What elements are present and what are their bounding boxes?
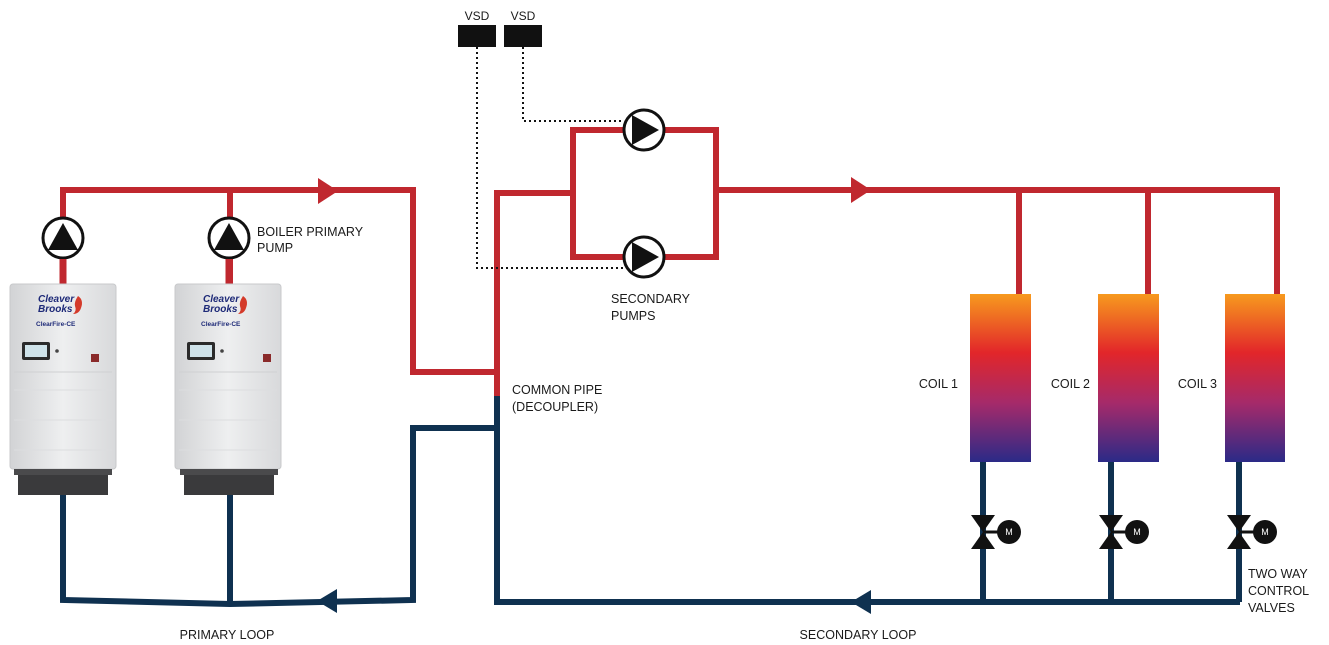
secondary-supply-pipe xyxy=(494,190,573,372)
secondary-supply-header xyxy=(716,187,1280,297)
two-way-valves-label-line2: CONTROL xyxy=(1248,584,1309,598)
svg-text:Brooks: Brooks xyxy=(38,304,73,315)
boiler-2-primary-pump xyxy=(207,216,251,260)
vsd-1-control-wire xyxy=(476,47,624,269)
secondary-loop-flow-arrow xyxy=(851,590,871,614)
vsd-2-label: VSD xyxy=(511,9,536,23)
primary-loop-label: PRIMARY LOOP xyxy=(180,628,275,642)
vsd-box-2 xyxy=(504,25,542,47)
coil-1-label: COIL 1 xyxy=(919,377,958,391)
common-pipe-label-line2: (DECOUPLER) xyxy=(512,400,598,414)
boiler-primary-pump-label-line2: PUMP xyxy=(257,241,293,255)
svg-text:ClearFire-CE: ClearFire-CE xyxy=(201,321,241,328)
svg-text:M: M xyxy=(1261,527,1269,537)
svg-text:M: M xyxy=(1005,527,1013,537)
coil-1 xyxy=(970,294,1031,462)
boiler-2-logo: Cleaver Brooks ClearFire-CE xyxy=(201,294,247,328)
vsd-1-label: VSD xyxy=(465,9,490,23)
svg-text:M: M xyxy=(1133,527,1141,537)
secondary-pumps-label-line2: PUMPS xyxy=(611,309,655,323)
two-way-valves-label-line1: TWO WAY xyxy=(1248,567,1308,581)
primary-supply-flow-arrow xyxy=(318,178,338,204)
boiler-1-primary-pump xyxy=(41,216,85,260)
control-valve-3: M xyxy=(1227,515,1277,549)
boiler-1: Cleaver Brooks ClearFire-CE xyxy=(9,259,117,495)
coil-3 xyxy=(1225,294,1285,462)
primary-loop-flow-arrow xyxy=(317,589,337,613)
common-pipe-label-line1: COMMON PIPE xyxy=(512,383,602,397)
valve-1-motor xyxy=(997,520,1021,544)
boiler-primary-pump-label-line1: BOILER PRIMARY xyxy=(257,225,364,239)
secondary-supply-flow-arrow xyxy=(851,177,871,203)
vsd-controls: VSD VSD xyxy=(458,9,624,269)
coil-2 xyxy=(1098,294,1159,462)
coil-3-label: COIL 3 xyxy=(1178,377,1217,391)
secondary-pumps-label-line1: SECONDARY xyxy=(611,292,691,306)
two-way-valves-label-line3: VALVES xyxy=(1248,601,1295,615)
secondary-pump-1 xyxy=(622,108,666,152)
control-valve-2: M xyxy=(1099,515,1149,549)
secondary-loop-return-pipe xyxy=(494,396,1240,605)
control-valve-1: M xyxy=(971,515,1021,549)
svg-text:Cleaver: Cleaver xyxy=(38,294,75,305)
secondary-loop-label: SECONDARY LOOP xyxy=(800,628,917,642)
valve-2-motor xyxy=(1125,520,1149,544)
vsd-box-1 xyxy=(458,25,496,47)
svg-text:Cleaver: Cleaver xyxy=(203,294,240,305)
boiler-1-logo: Cleaver Brooks ClearFire-CE xyxy=(36,294,82,328)
coil-2-label: COIL 2 xyxy=(1051,377,1090,391)
vsd-2-control-wire xyxy=(522,47,624,122)
boiler-2: Cleaver Brooks ClearFire-CE xyxy=(174,259,282,495)
svg-text:Brooks: Brooks xyxy=(203,304,238,315)
secondary-pump-2 xyxy=(622,235,666,279)
svg-text:ClearFire-CE: ClearFire-CE xyxy=(36,321,76,328)
valve-3-motor xyxy=(1253,520,1277,544)
